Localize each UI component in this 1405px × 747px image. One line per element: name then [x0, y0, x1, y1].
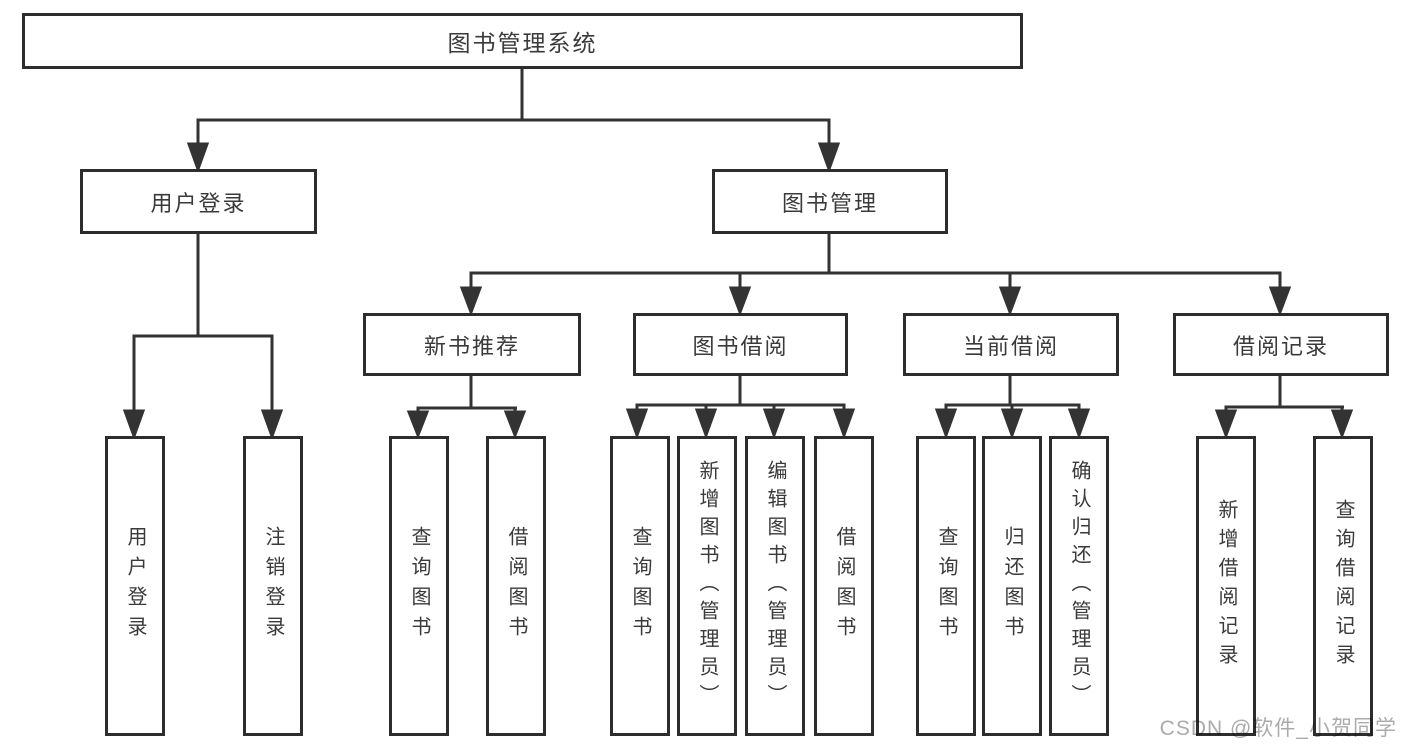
node-label: 新增图书（管理员）: [696, 460, 718, 712]
node-label: 图书管理系统: [447, 30, 598, 56]
node-label: 注销登录: [262, 526, 284, 646]
node-label: 查询图书: [935, 526, 957, 646]
node-borrow-records: 借阅记录: [1173, 313, 1389, 376]
node-label: 查询图书: [629, 526, 651, 646]
node-user-login-group: 用户登录: [80, 169, 317, 234]
node-leaf-borrow-books-recommend: 借阅图书: [486, 436, 546, 736]
node-leaf-add-borrow-record: 新增借阅记录: [1196, 436, 1256, 736]
node-leaf-query-books-borrow: 查询图书: [610, 436, 670, 736]
node-label: 借阅记录: [1232, 333, 1329, 359]
node-leaf-return-books: 归还图书: [982, 436, 1042, 736]
node-leaf-add-books-admin: 新增图书（管理员）: [677, 436, 737, 736]
node-label: 查询图书: [408, 526, 430, 646]
node-label: 用户登录: [124, 526, 146, 646]
node-label: 图书借阅: [692, 333, 789, 359]
node-book-borrow: 图书借阅: [633, 313, 848, 376]
node-label: 归还图书: [1001, 526, 1023, 646]
node-label: 新书推荐: [423, 333, 520, 359]
node-label: 借阅图书: [833, 526, 855, 646]
node-label: 借阅图书: [505, 526, 527, 646]
node-label: 确认归还（管理员）: [1068, 460, 1090, 712]
node-label: 编辑图书（管理员）: [764, 460, 786, 712]
node-leaf-confirm-return-admin: 确认归还（管理员）: [1049, 436, 1109, 736]
node-label: 图书管理: [781, 190, 878, 216]
node-leaf-logout: 注销登录: [243, 436, 303, 736]
node-leaf-query-books-recommend: 查询图书: [389, 436, 449, 736]
node-label: 新增借阅记录: [1215, 499, 1237, 673]
node-leaf-edit-books-admin: 编辑图书（管理员）: [745, 436, 805, 736]
node-library-management-system: 图书管理系统: [22, 13, 1023, 69]
node-label: 用户登录: [150, 190, 247, 216]
node-book-management-group: 图书管理: [712, 169, 948, 234]
node-new-book-recommend: 新书推荐: [363, 313, 581, 376]
node-leaf-user-login: 用户登录: [105, 436, 165, 736]
node-leaf-query-borrow-record: 查询借阅记录: [1313, 436, 1373, 736]
node-label: 当前借阅: [962, 333, 1059, 359]
csdn-watermark: CSDN @软件_小贺同学: [1159, 717, 1397, 740]
node-label: 查询借阅记录: [1332, 499, 1354, 673]
node-leaf-borrow-books: 借阅图书: [814, 436, 874, 736]
node-leaf-query-books-current: 查询图书: [916, 436, 976, 736]
node-current-borrow: 当前借阅: [903, 313, 1119, 376]
